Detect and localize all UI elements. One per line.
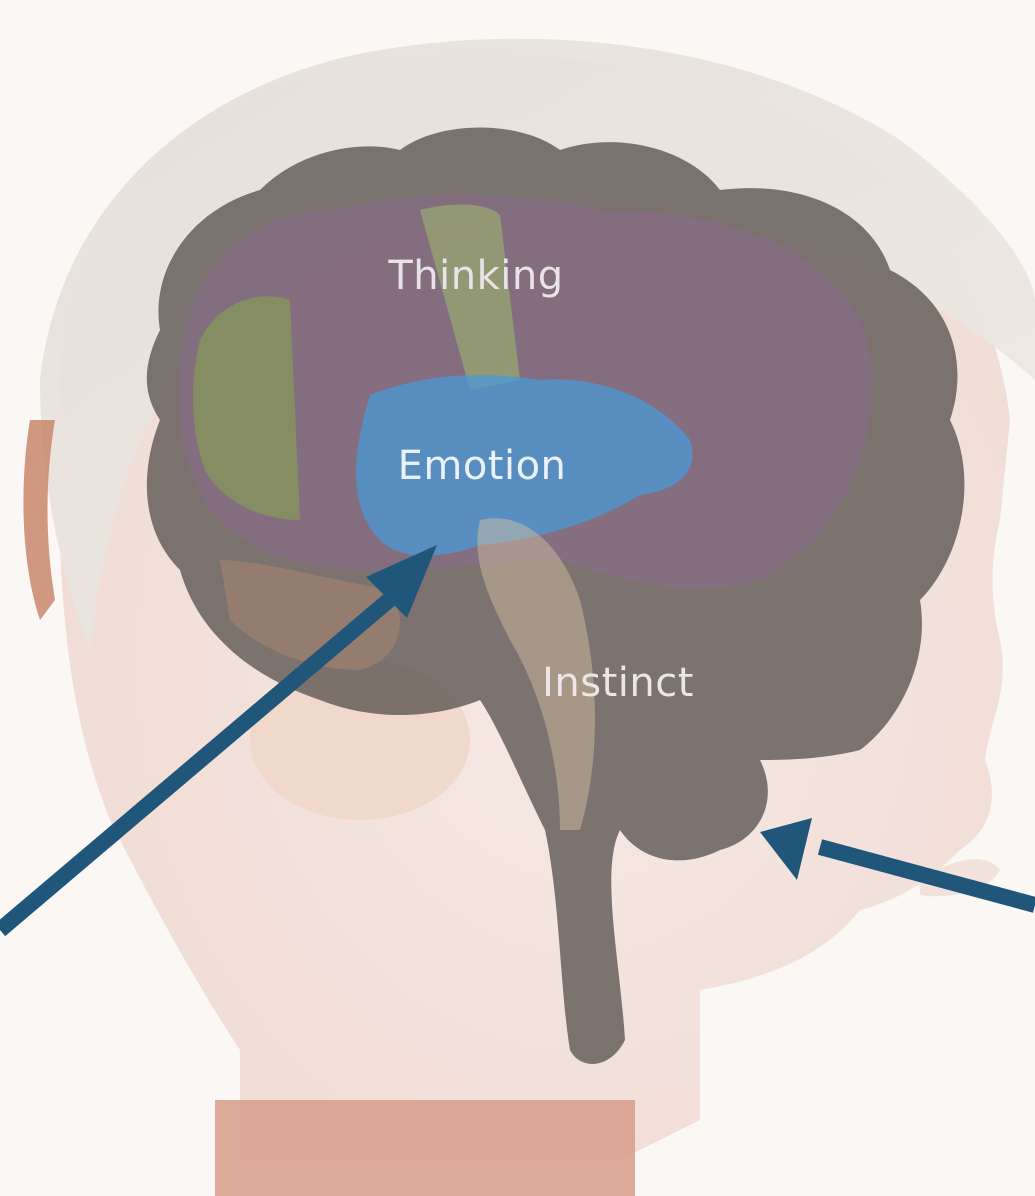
emotion-label: Emotion xyxy=(398,443,567,489)
instinct-label: Instinct xyxy=(542,660,694,706)
thinking-label: Thinking xyxy=(388,253,563,299)
